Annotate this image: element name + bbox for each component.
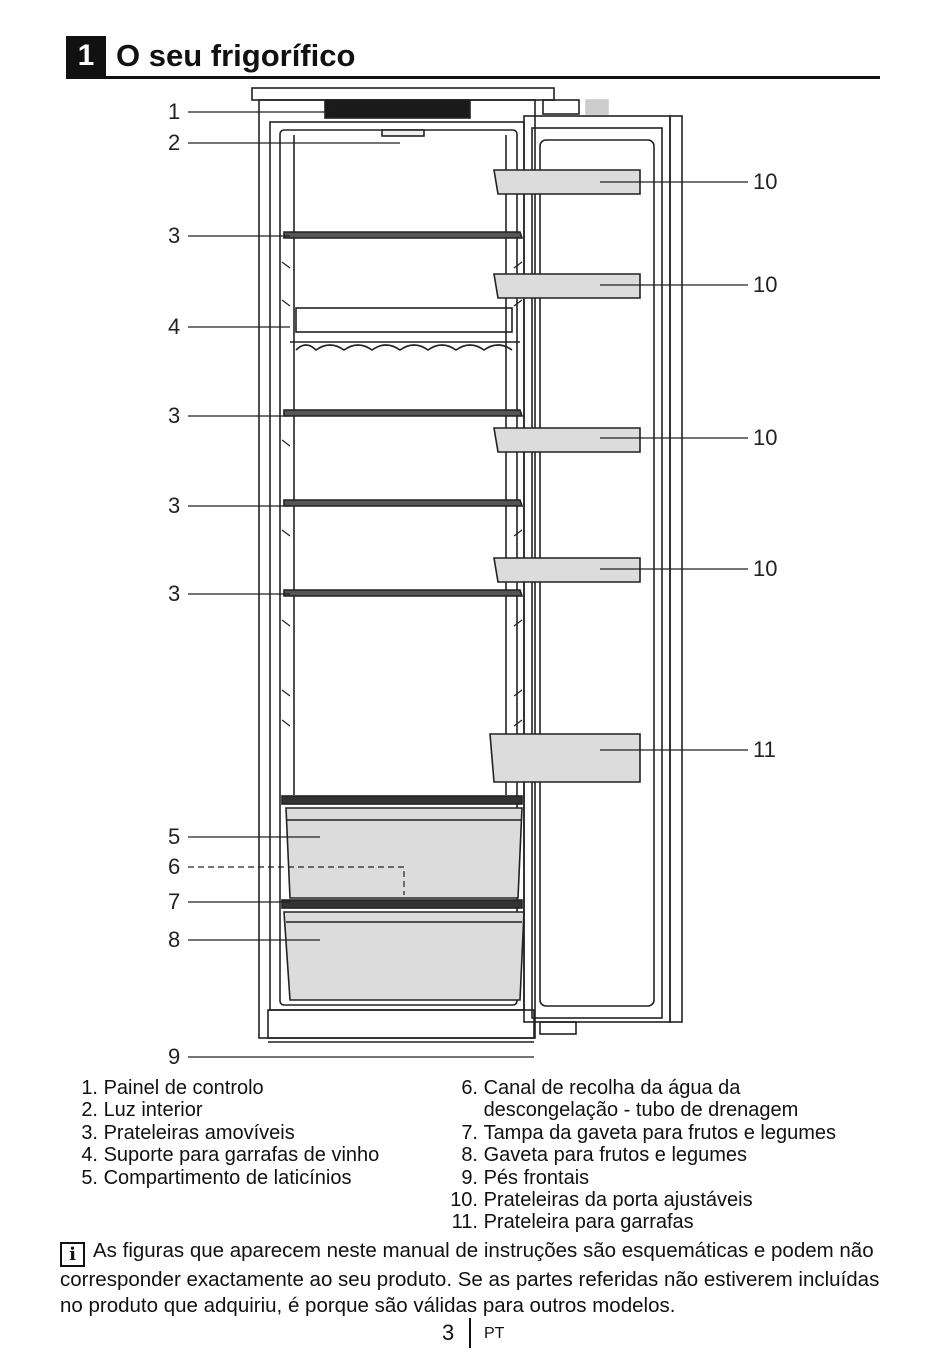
legend-text: Prateleiras amovíveis	[103, 1121, 295, 1144]
drawer-cover	[281, 899, 523, 909]
shelf-2	[283, 409, 524, 417]
legend-item: 3. Prateleiras amovíveis	[70, 1122, 379, 1144]
section-number: 1	[66, 36, 106, 76]
footer-divider	[469, 1318, 471, 1348]
callout-4: 4	[168, 314, 181, 339]
door-shelf-1	[493, 169, 641, 195]
page-footer: 3 PT	[0, 1318, 950, 1350]
legend-text: Prateleiras da porta ajustáveis	[483, 1189, 753, 1212]
legend-number: 4.	[81, 1144, 98, 1167]
info-icon: i	[60, 1242, 85, 1267]
page-number: 3	[442, 1320, 455, 1345]
shelves	[283, 231, 524, 597]
callout-1: 1	[168, 99, 181, 124]
top-mounting-bar	[251, 87, 555, 101]
legend-text: Tampa da gaveta para frutos e legumes	[483, 1121, 836, 1144]
callout-3: 3	[168, 223, 181, 248]
legend-text: Compartimento de laticínios	[103, 1166, 352, 1189]
legend-text: Gaveta para frutos e legumes	[483, 1144, 748, 1167]
legend-number: 6.	[461, 1077, 478, 1099]
callout-10: 10	[753, 272, 778, 297]
shelf-3	[283, 499, 524, 507]
door-shelves	[489, 169, 641, 783]
door-shelf-4	[493, 557, 641, 583]
callout-7: 7	[168, 889, 181, 914]
note-text: As figuras que aparecem neste manual de …	[60, 1239, 880, 1317]
crisper-cover	[281, 795, 523, 805]
legend-left: 1. Painel de controlo 2. Luz interior 3.…	[70, 1077, 379, 1189]
legend-number	[440, 1099, 478, 1121]
callout-3: 3	[168, 403, 181, 428]
legend-number: 11.	[451, 1211, 478, 1234]
legend-number: 9.	[461, 1166, 478, 1189]
legend-text: Suporte para garrafas de vinho	[103, 1144, 380, 1167]
legend-item: 1. Painel de controlo	[70, 1077, 379, 1099]
legend-text: Pés frontais	[483, 1166, 590, 1189]
dairy-compartment	[285, 807, 523, 899]
section-header: 1 O seu frigorífico	[66, 36, 880, 79]
crisper-drawer	[283, 911, 525, 1001]
callout-2: 2	[168, 130, 181, 155]
bottom-bar	[267, 1009, 535, 1039]
callout-10: 10	[753, 425, 778, 450]
legend-item: 2. Luz interior	[70, 1099, 379, 1121]
callout-10: 10	[753, 556, 778, 581]
door-shelf-2	[493, 273, 641, 299]
callout-5: 5	[168, 824, 181, 849]
wine-rack	[290, 307, 520, 352]
legend-number: 5.	[81, 1166, 98, 1189]
door-shelf-3	[493, 427, 641, 453]
legend-text: Prateleira para garrafas	[483, 1211, 694, 1234]
legend-number: 8.	[461, 1144, 478, 1167]
callout-3: 3	[168, 581, 181, 606]
legend-number: 3.	[81, 1121, 98, 1144]
callout-11: 11	[753, 737, 776, 762]
legend-item: 6. Canal de recolha da água da	[440, 1077, 836, 1099]
legend-number: 10.	[450, 1189, 478, 1212]
legend-number: 2.	[81, 1099, 98, 1122]
callout-10: 10	[753, 169, 778, 194]
legend-number: 7.	[461, 1121, 478, 1144]
legend-item: 7. Tampa da gaveta para frutos e legumes	[440, 1122, 836, 1144]
legend-item: descongelação - tubo de drenagem	[440, 1099, 836, 1121]
legend-text: Painel de controlo	[103, 1077, 264, 1099]
legend-text: Luz interior	[103, 1099, 203, 1122]
callout-9: 9	[168, 1044, 181, 1069]
bottle-shelf	[489, 733, 641, 783]
shelf-1	[283, 231, 524, 239]
legend-item: 5. Compartimento de laticínios	[70, 1167, 379, 1189]
legend-item: 10. Prateleiras da porta ajustáveis	[440, 1189, 836, 1211]
control-panel	[324, 99, 471, 119]
callout-8: 8	[168, 927, 181, 952]
legend-item: 8. Gaveta para frutos e legumes	[440, 1144, 836, 1166]
section-title: O seu frigorífico	[116, 38, 356, 73]
interior-light	[381, 129, 425, 137]
shelf-4	[283, 589, 524, 597]
fridge-diagram	[188, 87, 748, 1058]
legend-text: descongelação - tubo de drenagem	[483, 1099, 799, 1122]
legend-text: Canal de recolha da água da	[483, 1077, 741, 1099]
legend-right: 6. Canal de recolha da água da descongel…	[440, 1077, 836, 1234]
callout-3: 3	[168, 493, 181, 518]
legend-item: 11. Prateleira para garrafas	[440, 1211, 836, 1233]
legend-number: 1.	[81, 1077, 98, 1099]
legend-item: 4. Suporte para garrafas de vinho	[70, 1144, 379, 1166]
callout-6: 6	[168, 854, 181, 879]
legend-item: 9. Pés frontais	[440, 1167, 836, 1189]
language-code: PT	[484, 1325, 505, 1342]
